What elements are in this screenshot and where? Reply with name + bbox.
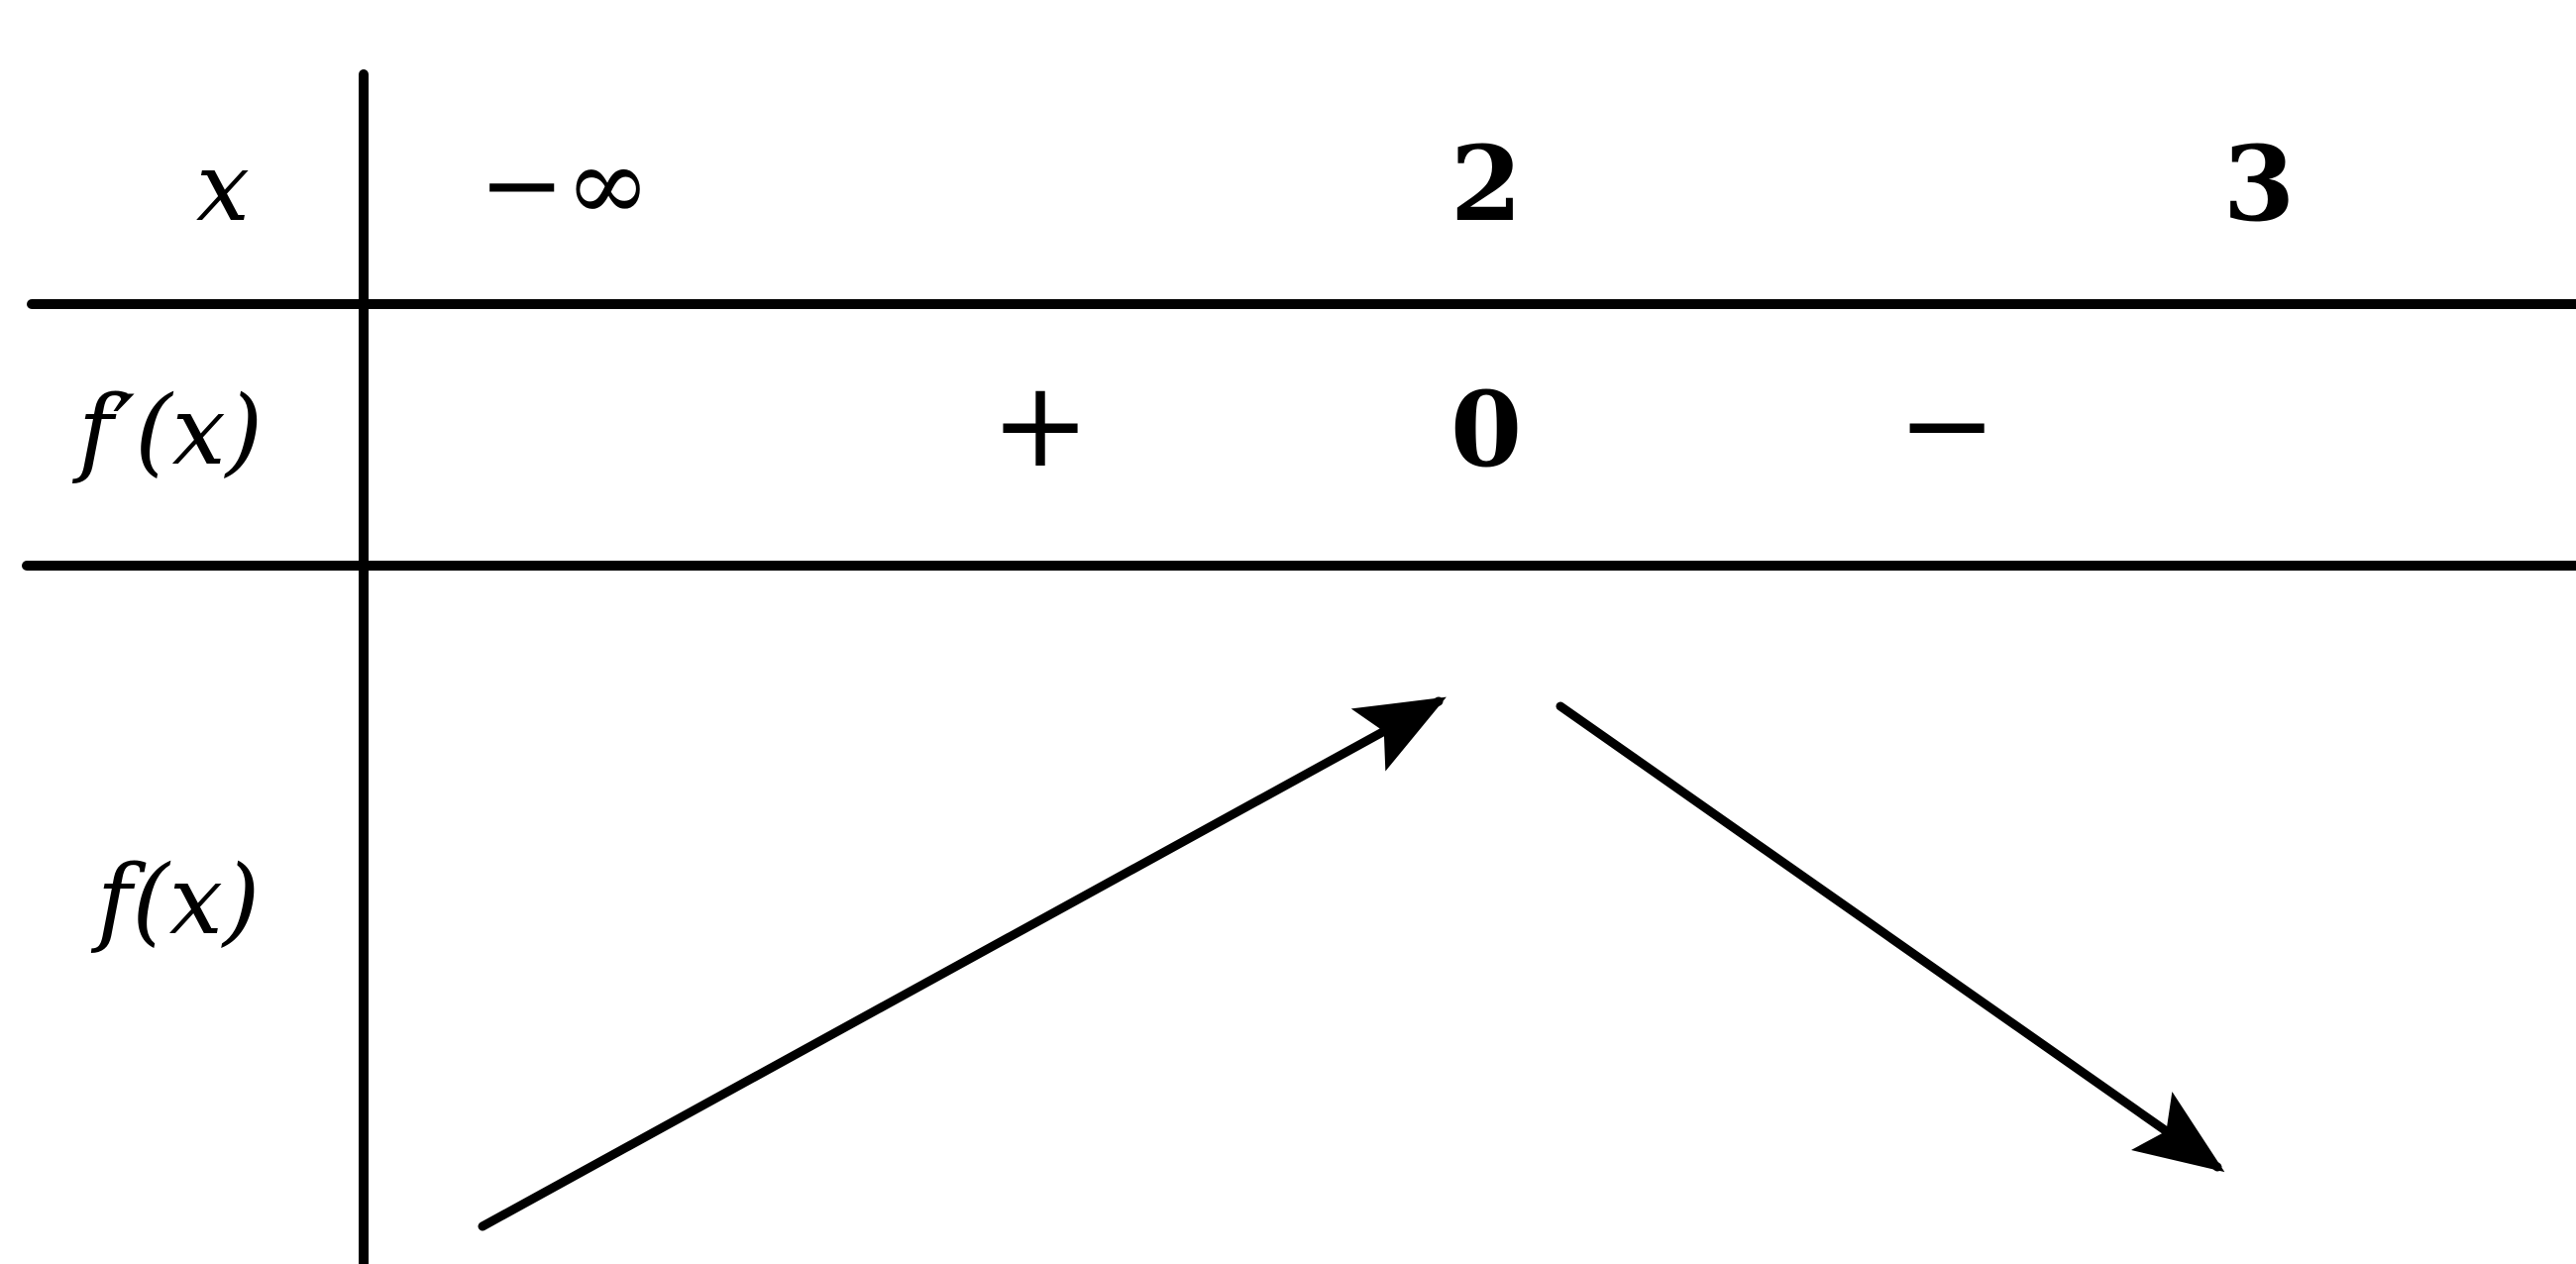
x-value-minus-infinity: −∞ (479, 124, 651, 245)
derivative-zero: 0 (1450, 369, 1522, 490)
increasing-arrow (478, 696, 1447, 1231)
decreasing-arrow (1556, 701, 2225, 1173)
sign-plus: + (991, 357, 1091, 494)
row-label-derivative: f′(x) (72, 375, 263, 486)
sign-minus: − (1897, 357, 1997, 494)
row-label-function: f(x) (91, 845, 261, 956)
row-label-x: x (196, 132, 250, 243)
x-value-2: 2 (1450, 123, 1522, 245)
x-value-3: 3 (2223, 123, 2295, 245)
